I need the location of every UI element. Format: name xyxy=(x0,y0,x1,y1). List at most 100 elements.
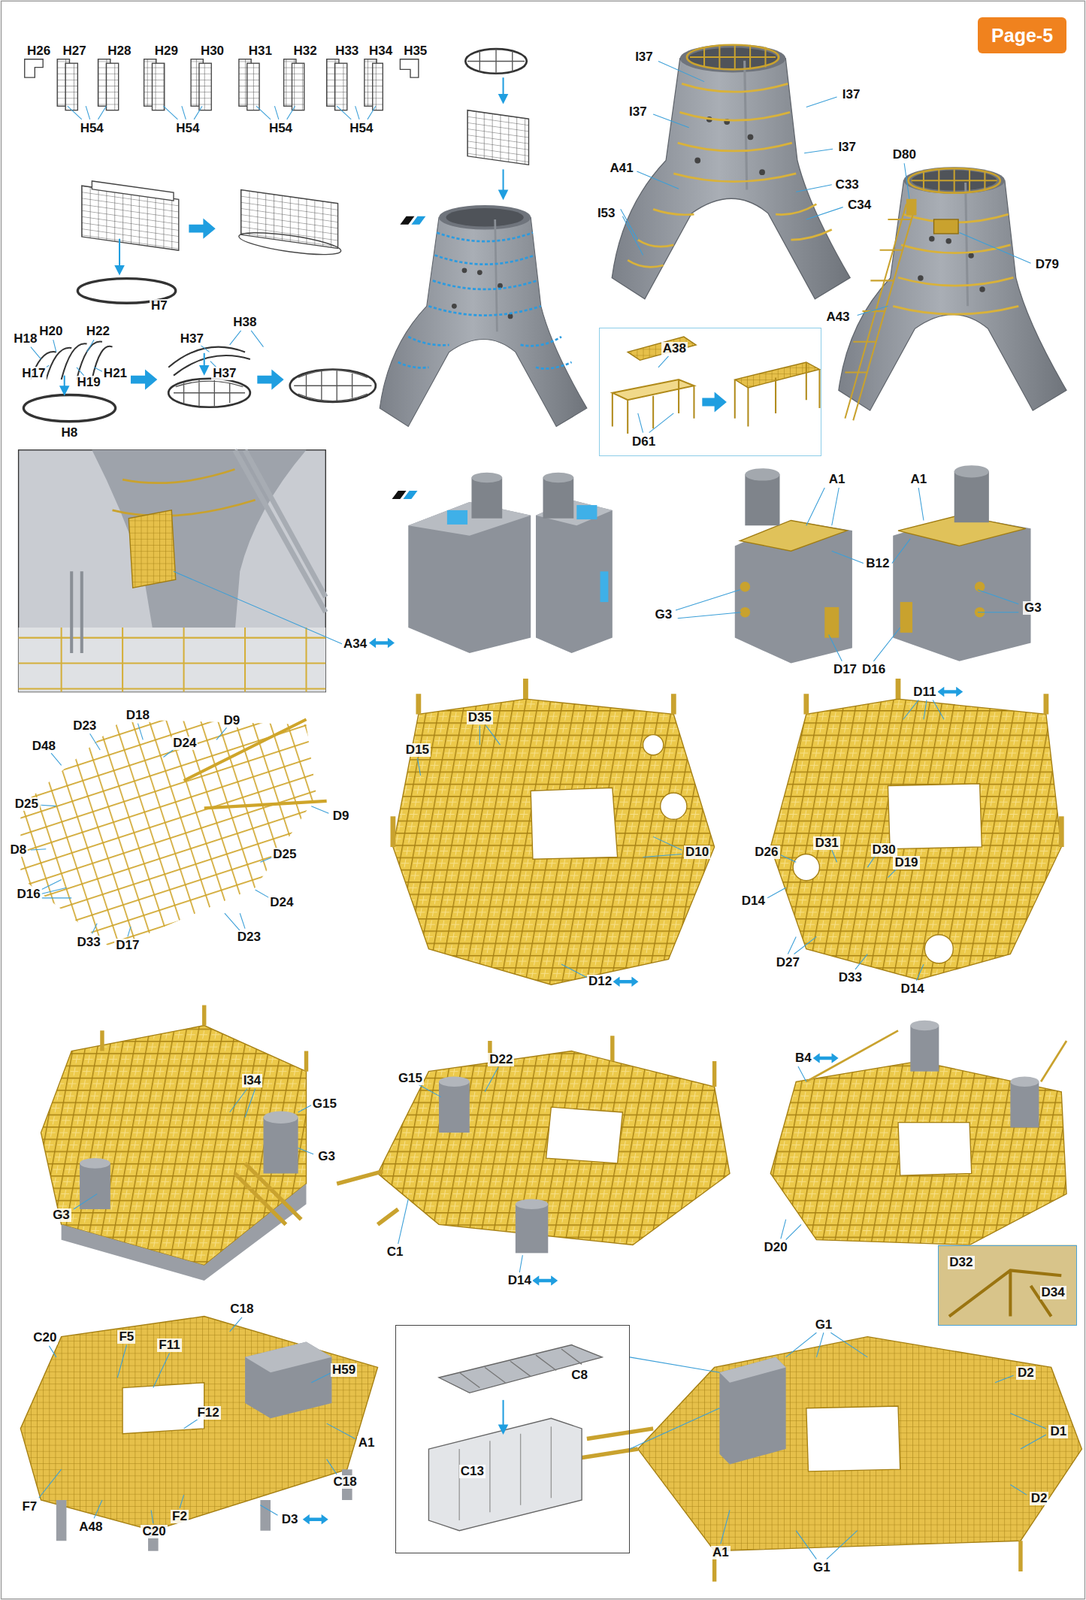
callout-label: C34 xyxy=(846,198,873,212)
callout-label: D10 xyxy=(683,845,711,860)
part-label: C8 xyxy=(569,1368,590,1383)
callout-label: H37 xyxy=(178,332,206,346)
callout-label: D16 xyxy=(860,662,887,677)
callout-label: H27 xyxy=(61,44,88,58)
gun-blocks xyxy=(408,465,1031,663)
callout-label: F2 xyxy=(170,1509,189,1524)
callout-label: H38 xyxy=(231,315,258,330)
callout-label: A1 xyxy=(710,1545,731,1560)
callout-label: I37 xyxy=(627,105,649,119)
callout-label: G3 xyxy=(653,608,674,622)
callout-label: C20 xyxy=(140,1524,167,1539)
callout-label: H20 xyxy=(37,324,64,339)
deck-assemblies xyxy=(40,1004,1067,1281)
callout-label: A43 xyxy=(824,310,851,324)
funnel-unpainted xyxy=(379,48,587,427)
callout-label: D2 xyxy=(1016,1366,1036,1380)
callout-label: D18 xyxy=(124,708,152,723)
bench-parts xyxy=(612,336,820,434)
callout-label: G15 xyxy=(311,1097,339,1111)
callout-label: G15 xyxy=(396,1071,424,1086)
callout-label: H59 xyxy=(330,1363,357,1377)
callout-label: G1 xyxy=(811,1560,832,1575)
callout-label: D23 xyxy=(71,719,98,733)
callout-label: F11 xyxy=(157,1338,182,1353)
pe-parts xyxy=(23,59,418,422)
funnel-with-rails xyxy=(611,44,1067,421)
photo-inset xyxy=(18,450,327,693)
callout-label: A41 xyxy=(608,161,635,176)
callout-label: D79 xyxy=(1034,257,1061,272)
callout-label: F7 xyxy=(20,1500,39,1514)
callout-label: H54 xyxy=(267,121,294,136)
callout-label: H22 xyxy=(84,324,112,339)
callout-label: H18 xyxy=(12,332,39,346)
callout-label: G3 xyxy=(51,1208,72,1223)
callout-label: B12 xyxy=(864,556,891,571)
callout-label: H7 xyxy=(149,299,170,313)
leader-lines xyxy=(30,60,1047,1559)
callout-label: D19 xyxy=(892,856,920,870)
callout-label: D26 xyxy=(753,845,780,860)
callout-label: C18 xyxy=(228,1302,255,1316)
callout-label: D17 xyxy=(114,938,141,953)
callout-label: H35 xyxy=(402,44,429,58)
callout-label: H26 xyxy=(25,44,52,58)
callout-label: D17 xyxy=(831,662,859,677)
callout-label: H32 xyxy=(291,44,318,58)
callout-label: I34 xyxy=(242,1073,264,1088)
callout-label: A1 xyxy=(908,472,929,487)
callout-label: A48 xyxy=(77,1520,104,1534)
callout-label: D24 xyxy=(268,895,295,910)
callout-label: C1 xyxy=(385,1245,406,1259)
callout-label: D25 xyxy=(13,797,40,811)
callout-label: H8 xyxy=(59,426,79,440)
callout-label: D11 xyxy=(911,685,938,699)
callout-label: D2 xyxy=(1029,1491,1050,1506)
callout-label: D16 xyxy=(15,887,42,902)
callout-label: G3 xyxy=(316,1149,337,1164)
detail-photo xyxy=(937,1244,1077,1325)
callout-label: D31 xyxy=(813,836,840,851)
callout-label: D35 xyxy=(466,710,494,725)
callout-label: D27 xyxy=(774,955,802,970)
callout-label: H28 xyxy=(105,44,133,58)
callout-label: H34 xyxy=(367,44,394,58)
callout-label: H54 xyxy=(347,121,375,136)
callout-label: D30 xyxy=(871,843,898,857)
deck-frames xyxy=(20,678,1062,985)
callout-label: D80 xyxy=(891,148,918,162)
callout-label: H29 xyxy=(153,44,180,58)
callout-label: D24 xyxy=(171,736,198,751)
callout-label: H30 xyxy=(199,44,226,58)
callout-label: A1 xyxy=(827,472,848,487)
callout-label: C18 xyxy=(331,1475,358,1489)
callout-label: H37 xyxy=(211,366,238,381)
part-label: D32 xyxy=(947,1255,975,1270)
callout-label: I37 xyxy=(840,87,863,102)
callout-label: D48 xyxy=(30,739,58,754)
callout-label: C20 xyxy=(31,1331,58,1345)
part-label: D61 xyxy=(630,435,657,449)
callout-label: D8 xyxy=(9,843,29,857)
callout-label: A1 xyxy=(356,1436,377,1450)
callout-label: H17 xyxy=(20,366,47,381)
callout-label: D12 xyxy=(586,974,614,989)
part-label: D34 xyxy=(1040,1285,1067,1300)
callout-label: F12 xyxy=(195,1406,221,1420)
callout-label: H33 xyxy=(333,44,360,58)
callout-label: D33 xyxy=(837,971,864,985)
callout-label: D3 xyxy=(280,1512,300,1527)
callout-label: D9 xyxy=(331,809,351,823)
callout-label: G1 xyxy=(813,1318,835,1332)
part-label: A38 xyxy=(661,341,688,356)
page-number: Page-5 xyxy=(989,24,1055,46)
callout-label: I37 xyxy=(836,140,858,155)
callout-label: D15 xyxy=(404,743,431,757)
callout-label: H19 xyxy=(75,375,103,390)
hut-parts xyxy=(428,1345,602,1531)
callout-label: D23 xyxy=(235,930,263,944)
callout-label: I37 xyxy=(633,50,655,64)
